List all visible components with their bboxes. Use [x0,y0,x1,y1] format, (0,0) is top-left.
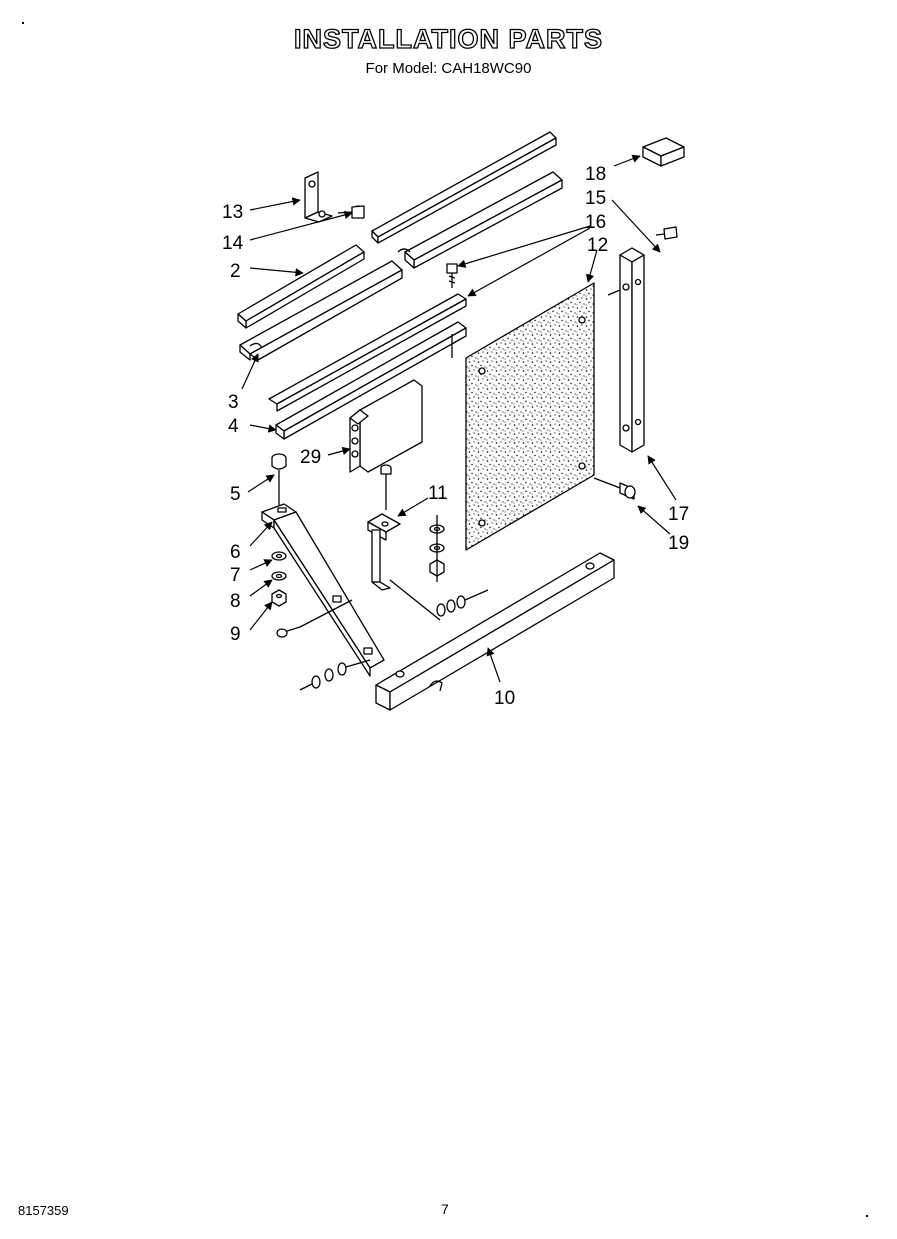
page-title: INSTALLATION PARTS [293,23,603,54]
part-13-bracket [304,171,333,223]
part-15-screw [655,226,678,240]
callout-16: 16 [585,212,606,233]
callout-10: 10 [494,688,515,709]
part-12-side-panel [465,282,595,551]
part-10-bottom-rail [375,552,615,711]
callout-3: 3 [228,392,239,413]
part-11-strap-hanger [367,464,401,591]
model-subtitle: For Model: CAH18WC90 [365,60,532,77]
callout-13: 13 [222,202,243,223]
part-29-foam-strip [349,379,423,473]
part-upper-plate [268,293,467,412]
part-14-screw [337,205,365,219]
callout-labels: 18 15 16 12 13 14 2 3 4 29 5 11 6 7 8 9 … [222,164,689,709]
callout-8: 8 [230,591,241,612]
callout-11: 11 [428,483,448,504]
part-washers-side [389,579,489,621]
part-4-channel [275,321,467,440]
callout-4: 4 [228,416,239,437]
part-7-8-9-washer-stack [271,551,287,607]
callout-18: 18 [585,164,606,185]
callout-7: 7 [230,565,241,586]
leader-lines [241,154,677,683]
callout-19: 19 [668,533,689,554]
callout-17: 17 [668,504,689,525]
callout-9: 9 [230,624,241,645]
part-top-rail [371,131,557,244]
callout-12: 12 [587,235,608,256]
page-number: 7 [441,1201,449,1217]
callout-15: 15 [585,188,606,209]
callout-6: 6 [230,542,241,563]
callout-29: 29 [300,447,321,468]
part-9-bolt [276,599,353,638]
part-19-screw [593,477,636,500]
document-code: 8157359 [18,1203,69,1218]
part-second-rail [397,171,563,269]
part-17-vertical-channel [607,247,645,453]
part-washers-bottom [299,659,371,691]
part-2-short-channel [237,244,365,329]
part-3-angle-rail [239,260,403,361]
callout-2: 2 [230,261,241,282]
part-6-leg-bracket [261,503,385,677]
part-washers-right [429,515,445,582]
part-5-bolt [271,453,287,505]
scan-speck-bottom-right [866,1215,868,1217]
callout-14: 14 [222,233,244,254]
part-18-foam-block [642,137,685,167]
part-16-screw [446,263,458,288]
callout-5: 5 [230,484,241,505]
scan-speck-top-left [22,22,24,24]
